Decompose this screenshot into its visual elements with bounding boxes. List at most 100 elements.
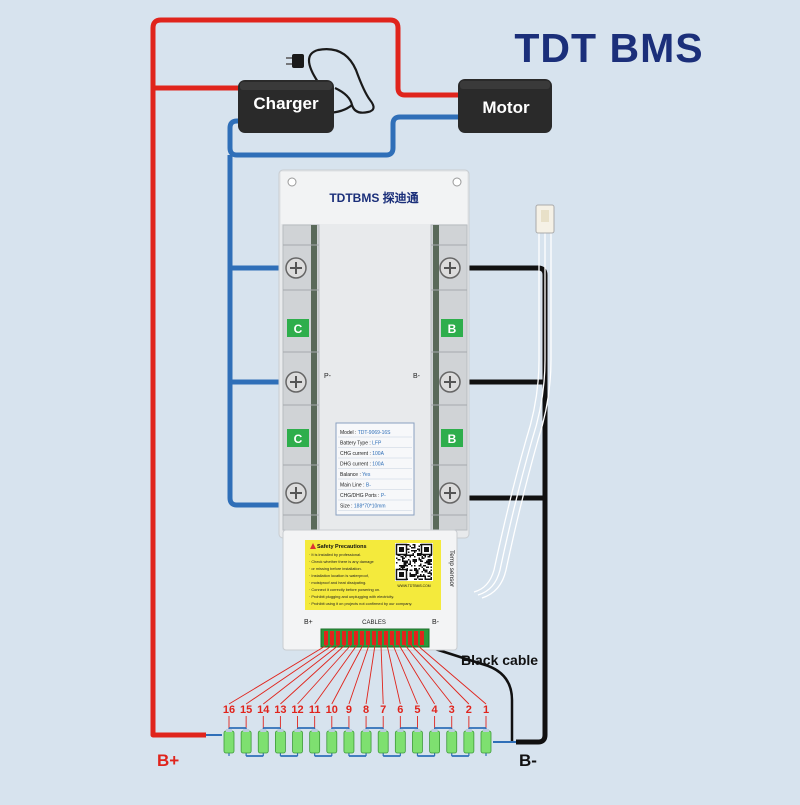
spec-line: DHG current : 100A [340, 462, 385, 468]
temp-sensor-wires [473, 232, 552, 599]
cell-body [394, 730, 406, 754]
cell-cap [243, 729, 250, 732]
qr-module [429, 578, 431, 580]
pad-label: B [448, 322, 457, 336]
connector-pin [348, 631, 352, 645]
qr-module [406, 562, 408, 564]
cell-body [257, 730, 269, 754]
connector-pin [390, 631, 394, 645]
qr-module [415, 568, 417, 570]
qr-module [409, 562, 411, 564]
qr-module [420, 563, 422, 565]
qr-module [402, 556, 404, 558]
connector-pin [414, 631, 418, 645]
qr-module [411, 569, 413, 571]
qr-module [405, 563, 407, 565]
cell-number: 12 [291, 704, 303, 716]
qr-module [414, 574, 416, 576]
pad-c-2: C [287, 429, 309, 447]
battery-cell [394, 727, 418, 756]
spec-key: Size : [340, 504, 354, 510]
qr-module [414, 559, 416, 561]
qr-module [415, 572, 417, 574]
qr-module [396, 562, 398, 564]
qr-module [430, 578, 432, 580]
qr-module [409, 560, 411, 562]
qr-finder [395, 568, 408, 581]
safety-line: · or missing before installation. [309, 566, 362, 571]
pad-label: C [294, 432, 303, 446]
spec-value: TDT-9069-16S [358, 430, 391, 436]
qr-module [399, 559, 401, 561]
qr-module [421, 575, 423, 577]
spec-line: Main Line : B- [340, 483, 371, 489]
cell-cap [363, 729, 370, 732]
qr-module [426, 566, 428, 568]
qr-module [399, 565, 401, 567]
cell-cap [260, 729, 267, 732]
balance-wire [245, 644, 334, 705]
qr-module [412, 550, 414, 552]
connector-pin [360, 631, 364, 645]
balance-wire [392, 644, 418, 705]
cell-cap [345, 729, 352, 732]
qr-module [409, 575, 411, 577]
qr-module [430, 577, 432, 579]
qr-module [417, 575, 419, 577]
qr-module [421, 560, 423, 562]
connector-pin [336, 631, 340, 645]
qr-module [405, 562, 407, 564]
charger-box: Charger [238, 80, 334, 133]
cell-body [377, 730, 389, 754]
battery-cell [292, 727, 315, 756]
qr-module [418, 557, 420, 559]
qr-module [414, 551, 416, 553]
qr-module [417, 569, 419, 571]
qr-module [412, 554, 414, 556]
right-mosfet-strip [433, 225, 439, 530]
spec-key: CHG/DHG Ports : [340, 493, 381, 499]
safety-line: · moistproof and heat dissipating. [309, 580, 366, 585]
qr-module [403, 563, 405, 565]
qr-module [405, 565, 407, 567]
qr-module [408, 551, 410, 553]
qr-module [414, 550, 416, 552]
cell-cap [483, 729, 489, 732]
qr-module [427, 560, 429, 562]
spec-value: LFP [372, 441, 382, 447]
qr-module [418, 575, 420, 577]
cell-cap [465, 729, 472, 732]
cell-cap [380, 729, 387, 732]
screw-hole [287, 177, 297, 187]
qr-module [429, 556, 431, 558]
spec-line: CHG current : 100A [340, 451, 385, 457]
qr-module [420, 565, 422, 567]
qr-module [411, 554, 413, 556]
qr-module [418, 578, 420, 580]
connector-bminus-label: B- [432, 619, 440, 626]
battery-cell [429, 727, 452, 756]
qr-module [417, 554, 419, 556]
pminus-blue-wire [227, 114, 460, 508]
qr-module [411, 565, 413, 567]
qr-module [429, 562, 431, 564]
qr-module [420, 578, 422, 580]
connector-pin [342, 631, 346, 645]
connector-pin [378, 631, 382, 645]
battery-cell [480, 728, 492, 756]
qr-module [400, 556, 402, 558]
cell-number: 7 [380, 704, 386, 716]
qr-module [414, 578, 416, 580]
pad-label: C [294, 322, 303, 336]
website-text: WWW.TDTBMS.COM [397, 584, 430, 588]
qr-module [418, 568, 420, 570]
qr-module [417, 548, 419, 550]
safety-line: · Installation location is waterproof, [309, 573, 369, 578]
cell-number: 8 [363, 704, 369, 716]
spec-value: B- [366, 483, 371, 489]
battery-cell [463, 727, 486, 756]
qr-module [405, 556, 407, 558]
cell-number: 2 [466, 704, 472, 716]
